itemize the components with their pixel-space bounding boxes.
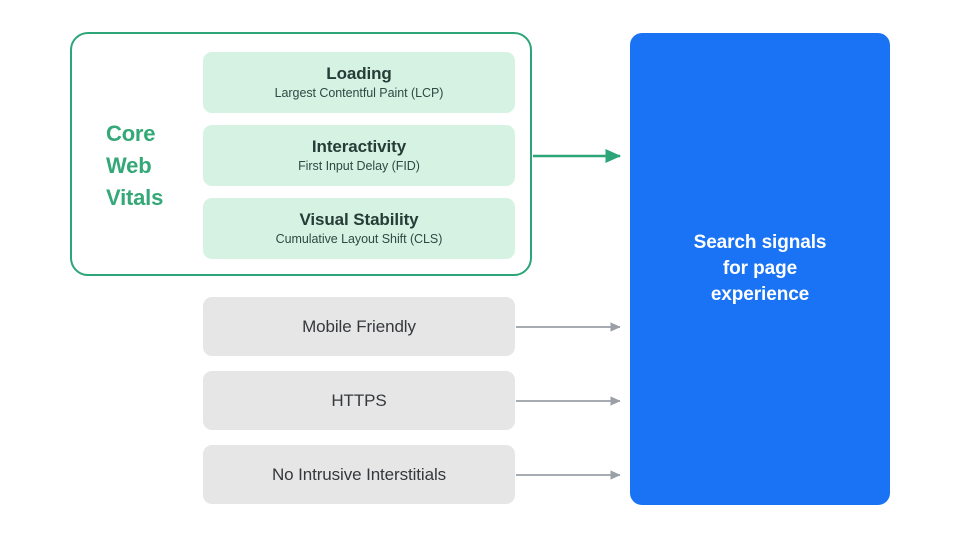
- core-web-vitals-label: Core Web Vitals: [106, 118, 192, 214]
- signal-box-https[interactable]: HTTPS: [203, 371, 515, 430]
- signal-box-mobile-friendly[interactable]: Mobile Friendly: [203, 297, 515, 356]
- search-signals-line-3: experience: [710, 284, 810, 305]
- search-signals-line-1: Search signals: [693, 232, 827, 253]
- metric-title: Loading: [326, 64, 392, 83]
- metric-subtitle: First Input Delay (FID): [298, 159, 420, 173]
- metric-title: Interactivity: [311, 137, 407, 156]
- search-signals-label: Search signals for page experience: [676, 230, 845, 308]
- core-web-vitals-label-line-3: Vitals: [106, 185, 164, 210]
- metric-subtitle: Cumulative Layout Shift (CLS): [275, 232, 443, 246]
- search-signals-box[interactable]: Search signals for page experience: [630, 33, 890, 505]
- metric-title: Visual Stability: [299, 210, 419, 229]
- metric-subtitle: Largest Contentful Paint (LCP): [274, 86, 444, 100]
- core-web-vitals-label-line-2: Web: [106, 153, 152, 178]
- core-web-vitals-label-line-1: Core: [106, 121, 156, 146]
- metric-card-visual-stability[interactable]: Visual Stability Cumulative Layout Shift…: [203, 198, 515, 259]
- metric-card-loading[interactable]: Loading Largest Contentful Paint (LCP): [203, 52, 515, 113]
- search-signals-line-2: for page: [722, 258, 798, 279]
- metric-card-interactivity[interactable]: Interactivity First Input Delay (FID): [203, 125, 515, 186]
- signal-box-no-intrusive-interstitials[interactable]: No Intrusive Interstitials: [203, 445, 515, 504]
